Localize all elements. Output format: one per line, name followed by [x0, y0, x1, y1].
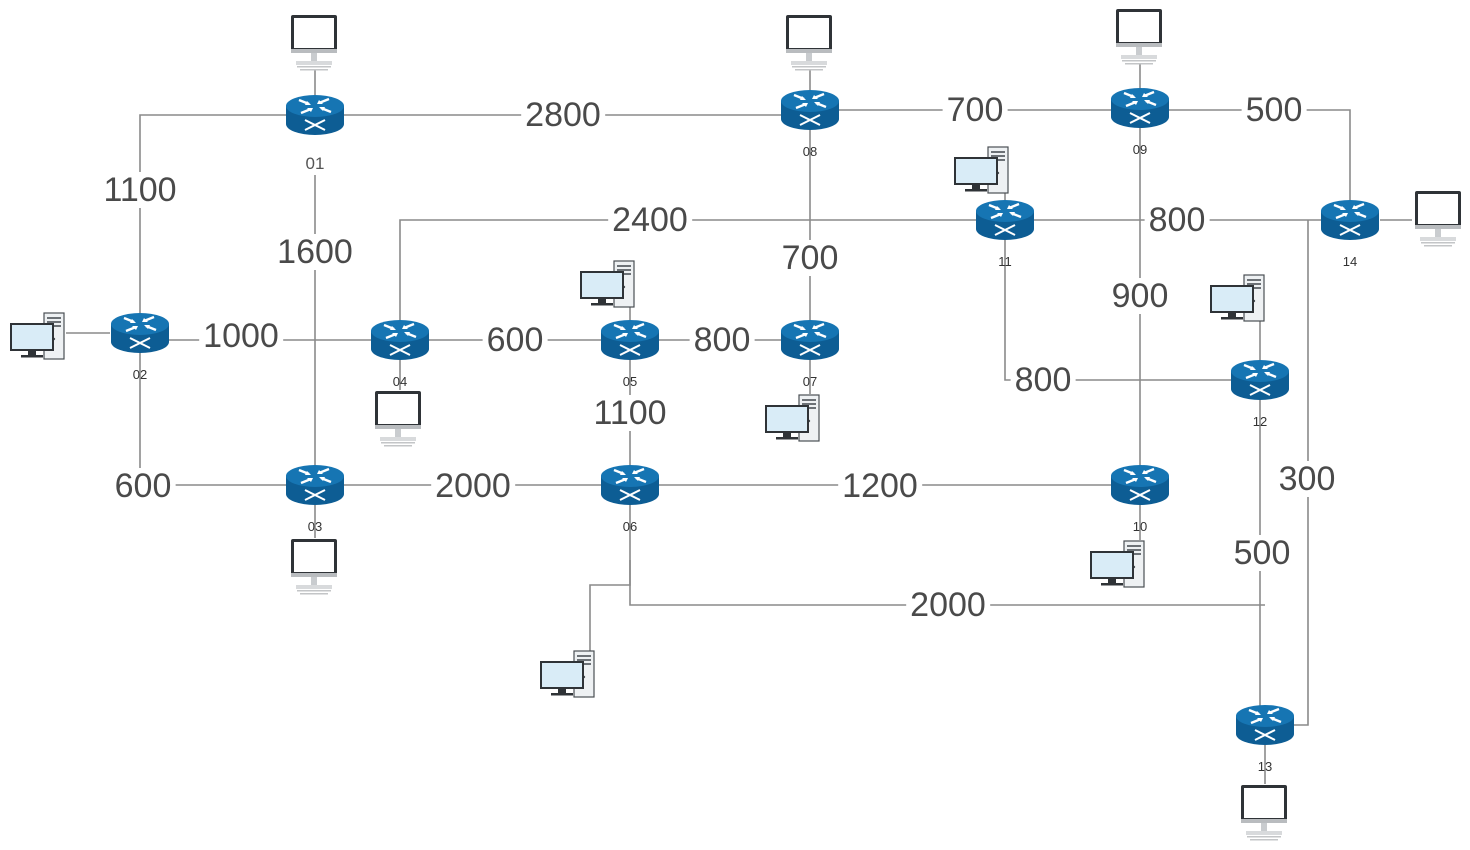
- link-weight-04-05: 600: [482, 322, 548, 358]
- link-weight-01-03: 1600: [273, 234, 357, 270]
- link-11-12: [1004, 220, 1260, 381]
- link-weight-12-13: 500: [1229, 535, 1295, 571]
- desktop-computer-icon[interactable]: [763, 394, 821, 442]
- router-label: 06: [622, 519, 638, 534]
- link-weight-06-10: 1200: [838, 468, 922, 504]
- router-icon[interactable]: [780, 319, 840, 361]
- router-icon[interactable]: [600, 464, 660, 506]
- desktop-computer-icon[interactable]: [578, 260, 636, 308]
- link-04-11: [399, 219, 1005, 340]
- router-label: 10: [1132, 519, 1148, 534]
- router-icon[interactable]: [110, 312, 170, 354]
- monitor-icon[interactable]: [288, 14, 342, 72]
- link-weight-09-10: 900: [1107, 278, 1173, 314]
- monitor-icon[interactable]: [783, 14, 837, 72]
- router-label: 01: [305, 154, 325, 173]
- link-weight-06-13: 2000: [906, 587, 990, 623]
- link-weight-01-02: 1100: [99, 172, 181, 208]
- router-icon[interactable]: [1320, 199, 1380, 241]
- router-label: 11: [998, 254, 1012, 269]
- monitor-icon[interactable]: [1238, 784, 1292, 842]
- link-09-14: [1140, 109, 1351, 220]
- link-weight-03-06: 2000: [431, 468, 515, 504]
- router-icon[interactable]: [1110, 464, 1170, 506]
- monitor-icon[interactable]: [372, 390, 426, 448]
- desktop-computer-icon[interactable]: [538, 650, 596, 698]
- link-weight-02-04: 1000: [199, 318, 283, 354]
- router-icon[interactable]: [370, 319, 430, 361]
- router-icon[interactable]: [600, 319, 660, 361]
- router-label: 08: [802, 144, 818, 159]
- desktop-computer-icon[interactable]: [1088, 540, 1146, 588]
- host-link-06: [589, 560, 631, 668]
- link-02-03: [139, 333, 315, 486]
- link-weight-04-11: 2400: [608, 202, 692, 238]
- router-label: 13: [1257, 759, 1273, 774]
- router-icon[interactable]: [1230, 359, 1290, 401]
- router-label: 12: [1252, 414, 1268, 429]
- router-icon[interactable]: [285, 94, 345, 136]
- desktop-computer-icon[interactable]: [8, 312, 66, 360]
- router-icon[interactable]: [975, 199, 1035, 241]
- router-label: 04: [392, 374, 408, 389]
- router-label: 05: [622, 374, 638, 389]
- link-weight-08-07: 700: [777, 240, 843, 276]
- desktop-computer-icon[interactable]: [1208, 274, 1266, 322]
- link-weight-11-14: 800: [1144, 202, 1210, 238]
- router-label: 14: [1342, 254, 1358, 269]
- router-label: 09: [1132, 142, 1148, 157]
- link-weight-08-09: 700: [942, 92, 1008, 128]
- link-weight-09-14: 500: [1241, 92, 1307, 128]
- link-weight-05-06: 1100: [589, 395, 671, 431]
- monitor-icon[interactable]: [288, 538, 342, 596]
- link-weight-02-03: 600: [110, 468, 176, 504]
- router-label: 03: [307, 519, 323, 534]
- monitor-icon[interactable]: [1113, 8, 1167, 66]
- link-weight-14-13: 300: [1274, 461, 1340, 497]
- link-weight-01-08: 2800: [521, 97, 605, 133]
- router-label: 07: [802, 374, 818, 389]
- router-label: 02: [132, 367, 148, 382]
- monitor-icon[interactable]: [1412, 190, 1466, 248]
- router-icon[interactable]: [285, 464, 345, 506]
- router-icon[interactable]: [1110, 87, 1170, 129]
- link-01-02: [139, 114, 315, 333]
- link-weight-11-12: 800: [1010, 362, 1076, 398]
- desktop-computer-icon[interactable]: [952, 146, 1010, 194]
- router-icon[interactable]: [780, 89, 840, 131]
- link-weight-05-07: 800: [689, 322, 755, 358]
- router-icon[interactable]: [1235, 704, 1295, 746]
- link-06-13: [629, 485, 1265, 606]
